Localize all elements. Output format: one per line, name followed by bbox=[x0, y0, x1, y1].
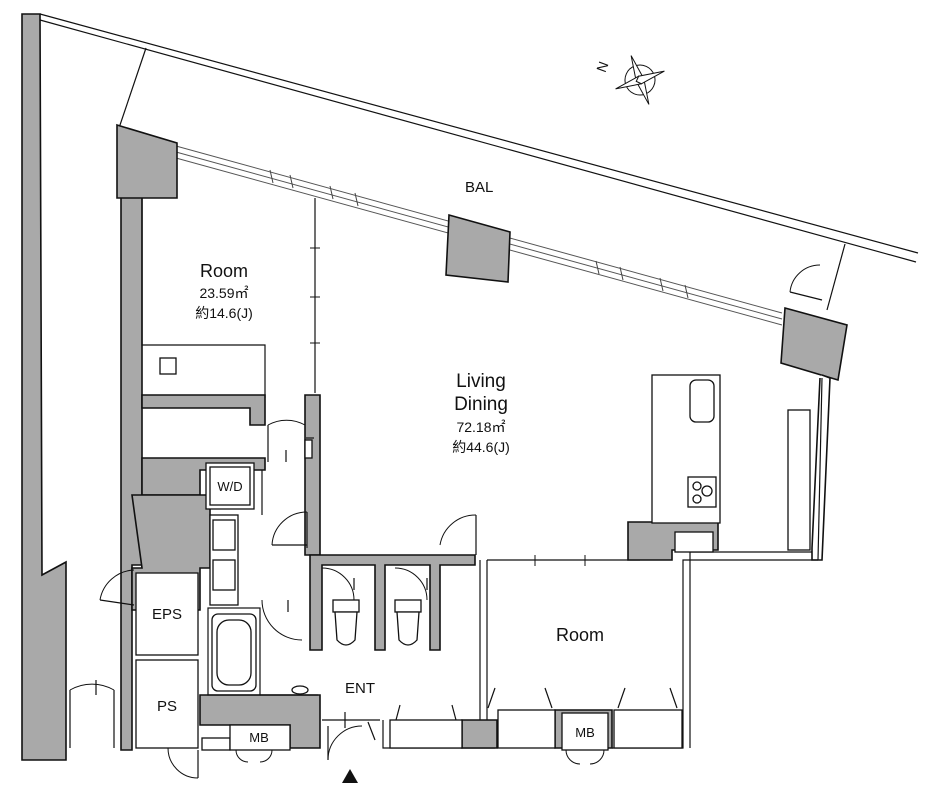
balcony-label: BAL bbox=[465, 179, 493, 196]
compass-icon bbox=[615, 55, 665, 105]
toilet-2 bbox=[394, 599, 422, 646]
entrance-label: ENT bbox=[345, 680, 375, 697]
columns bbox=[116, 123, 848, 382]
room1-area: 23.59㎡ bbox=[199, 285, 248, 301]
left-structure bbox=[21, 13, 143, 761]
room1-jo: 約14.6(J) bbox=[195, 305, 253, 321]
living-label-line2: Dining bbox=[454, 394, 508, 415]
living-label-line1: Living bbox=[456, 371, 506, 392]
doors bbox=[69, 419, 678, 779]
entrance-arrow-icon bbox=[342, 769, 358, 783]
eps-label: EPS bbox=[152, 606, 182, 623]
room1-name: Room bbox=[200, 261, 248, 281]
mb1-label: MB bbox=[249, 730, 269, 745]
living-area: 72.18㎡ bbox=[456, 419, 505, 435]
room2-name: Room bbox=[556, 625, 604, 645]
toilet-1 bbox=[332, 599, 360, 646]
vanity bbox=[209, 514, 239, 606]
wd-label: W/D bbox=[217, 479, 242, 494]
living-jo: 約44.6(J) bbox=[452, 439, 510, 455]
north-label: N bbox=[593, 59, 611, 74]
ps-label: PS bbox=[157, 698, 177, 715]
mb2-label: MB bbox=[575, 725, 595, 740]
utility-closets bbox=[135, 572, 683, 751]
kitchen-counter bbox=[651, 374, 811, 553]
bathroom bbox=[207, 607, 318, 696]
washer-dryer-area bbox=[205, 462, 263, 515]
